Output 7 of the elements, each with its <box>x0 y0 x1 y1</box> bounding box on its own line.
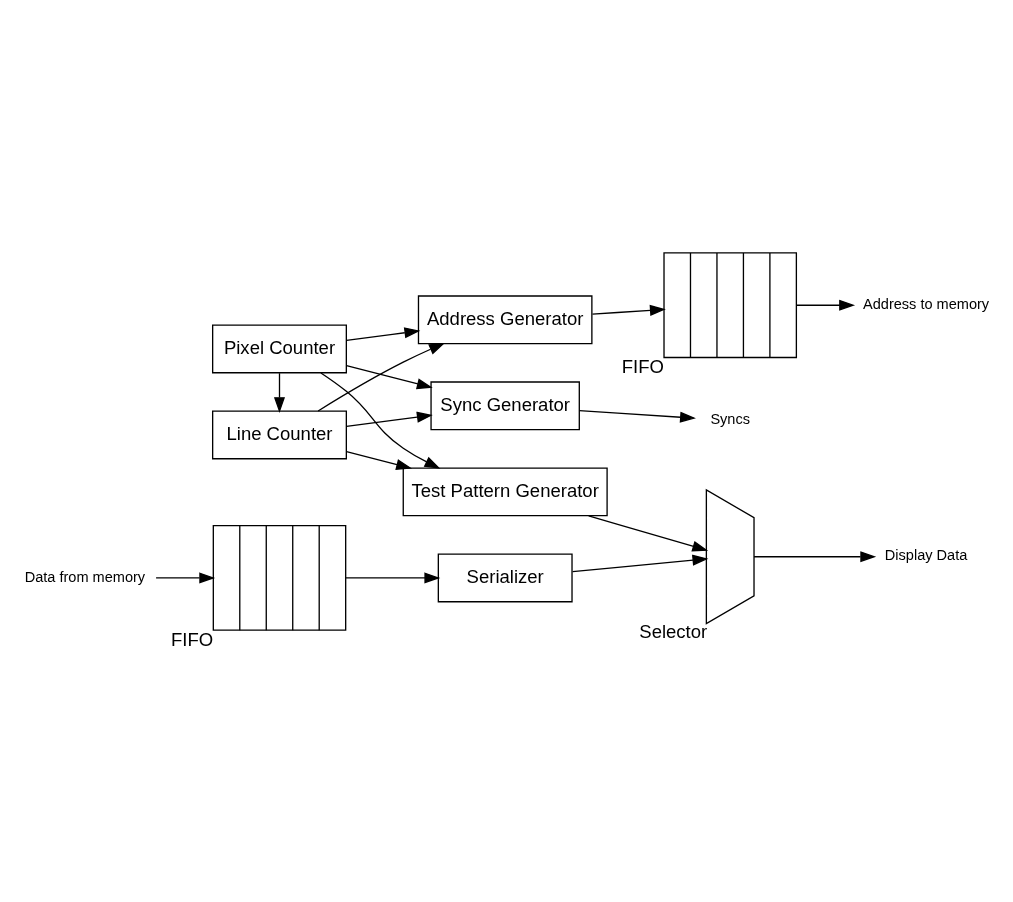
node-text: Display Data <box>884 546 968 563</box>
node-label: FIFO <box>621 355 664 377</box>
node-label: FIFO <box>171 628 214 650</box>
node-text: Syncs <box>710 410 751 427</box>
node-label: Selector <box>639 620 708 642</box>
node-text: Address to memory <box>863 295 990 312</box>
node-text: Data from memory <box>24 568 146 585</box>
